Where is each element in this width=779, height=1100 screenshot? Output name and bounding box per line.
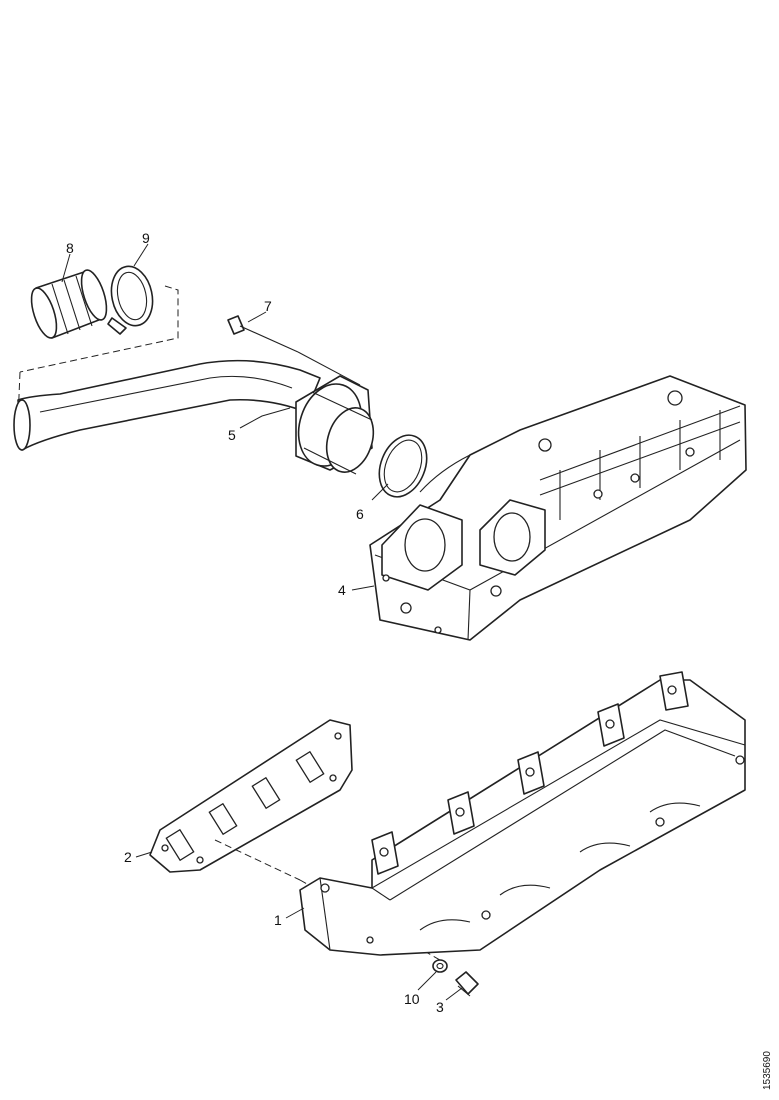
callout-6: 6 (356, 506, 364, 522)
callout-1: 1 (274, 912, 282, 928)
callout-3: 3 (436, 999, 444, 1015)
part-2-manifold-gasket[interactable] (149, 719, 353, 873)
callout-2: 2 (124, 849, 132, 865)
part-10-washer[interactable] (432, 959, 448, 973)
part-3-bolt[interactable] (455, 971, 479, 997)
callout-7: 7 (264, 298, 272, 314)
callout-8: 8 (66, 240, 74, 256)
callout-5: 5 (228, 427, 236, 443)
callout-4: 4 (338, 582, 346, 598)
part-6-gasket-ring[interactable] (371, 428, 436, 504)
part-7-bolt[interactable] (227, 315, 361, 386)
part-9-hose-clamp[interactable] (106, 262, 158, 335)
assembly-line-upper (17, 285, 179, 421)
part-4-manifold-cover[interactable] (369, 375, 747, 641)
part-1-exhaust-manifold[interactable] (299, 671, 746, 956)
drawing-reference-number: 1535690 (762, 1051, 773, 1090)
callout-10: 10 (404, 991, 420, 1007)
part-8-hose-sleeve[interactable] (26, 267, 111, 341)
part-5-pipe-flange[interactable] (288, 375, 381, 478)
leader-lines (61, 243, 463, 1001)
part-5-exhaust-pipe[interactable] (13, 359, 321, 451)
callout-9: 9 (142, 230, 150, 246)
